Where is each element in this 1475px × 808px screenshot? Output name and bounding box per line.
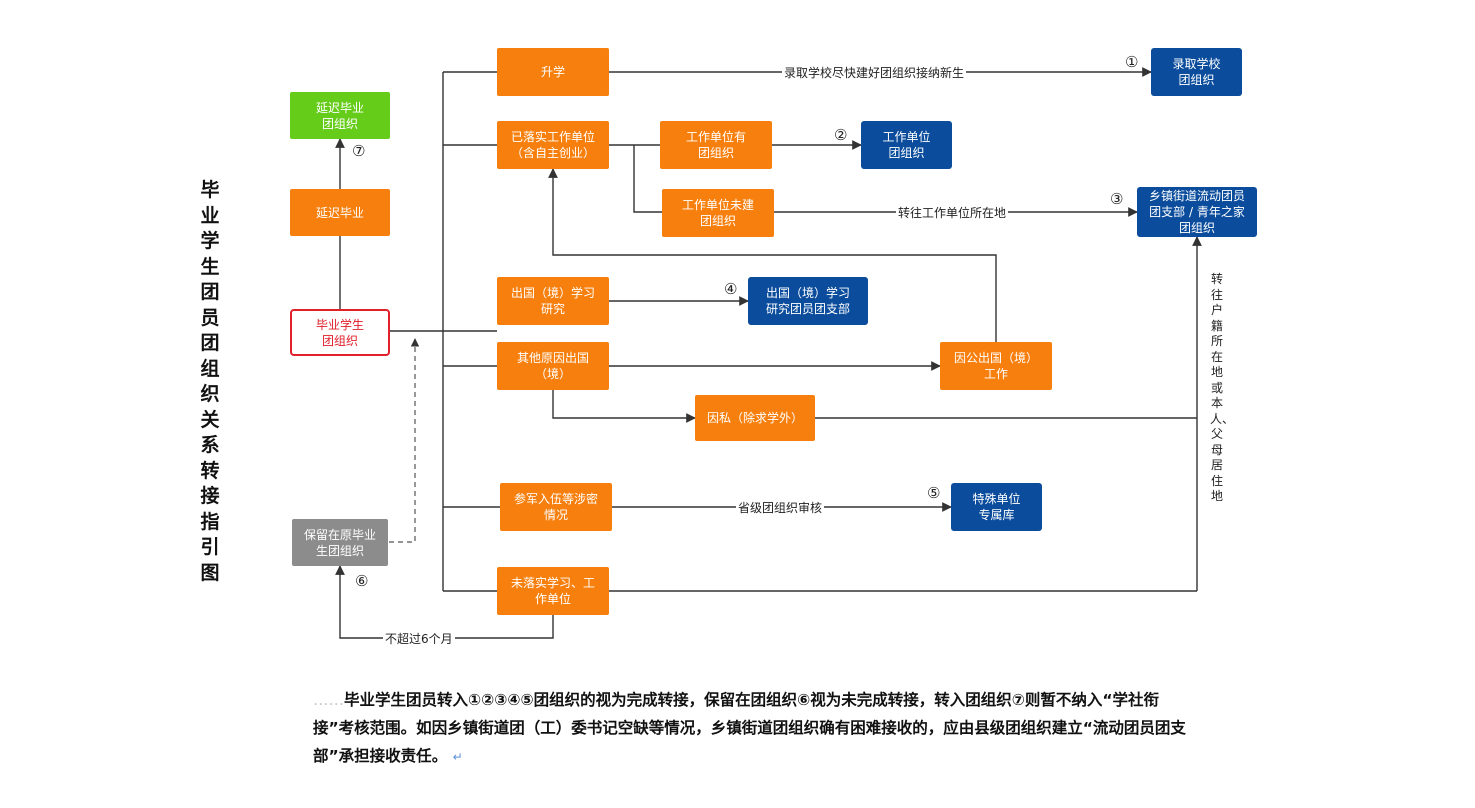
edge-employed-noorg bbox=[633, 145, 662, 213]
node-special-library: 特殊单位 专属库 bbox=[951, 483, 1042, 531]
connector-lines bbox=[335, 67, 1202, 639]
edge-retain-graduate-dashed bbox=[389, 338, 420, 543]
diagram-title: 毕业学生团员团组织关系转接指引图 bbox=[200, 179, 220, 584]
marker-4: ④ bbox=[724, 280, 738, 298]
marker-1: ① bbox=[1125, 53, 1139, 71]
edge-label-household-location: 转往户籍所在地或本人、父母居住地 bbox=[1210, 272, 1235, 503]
node-employer-no-org: 工作单位未建 团组织 bbox=[662, 189, 774, 237]
edge-public-employed bbox=[548, 168, 997, 342]
node-military: 参军入伍等涉密 情况 bbox=[500, 483, 612, 531]
edge-label-employer-location: 转往工作单位所在地 bbox=[896, 206, 1009, 220]
node-retain: 保留在原毕业 生团组织 bbox=[292, 519, 388, 566]
return-mark-icon: ↵ bbox=[452, 750, 463, 764]
edge-abroadother-private bbox=[552, 390, 696, 423]
footnote-leading-dots: …… bbox=[313, 691, 344, 709]
edge-label-school: 录取学校尽快建好团组织接纳新生 bbox=[782, 66, 967, 80]
node-employed: 已落实工作单位 （含自主创业） bbox=[497, 121, 609, 169]
node-unplaced: 未落实学习、工 作单位 bbox=[497, 567, 609, 615]
node-employer-org: 工作单位 团组织 bbox=[861, 121, 952, 169]
footnote-text: 毕业学生团员转入①②③④⑤团组织的视为完成转接，保留在团组织⑥视为未完成转接，转… bbox=[313, 691, 1186, 765]
node-abroad-public: 因公出国（境） 工作 bbox=[940, 342, 1052, 390]
footnote: ……毕业学生团员转入①②③④⑤团组织的视为完成转接，保留在团组织⑥视为未完成转接… bbox=[313, 686, 1193, 771]
node-employer-has-org: 工作单位有 团组织 bbox=[660, 121, 772, 169]
marker-7: ⑦ bbox=[352, 142, 366, 160]
node-abroad-private: 因私（除求学外） bbox=[695, 395, 815, 441]
node-delay-org: 延迟毕业 团组织 bbox=[290, 92, 390, 139]
node-delay: 延迟毕业 bbox=[290, 189, 390, 236]
edge-label-within-6-months: 不超过6个月 bbox=[383, 632, 455, 646]
marker-3: ③ bbox=[1110, 190, 1124, 208]
node-further-study: 升学 bbox=[497, 48, 609, 96]
node-abroad-study: 出国（境）学习 研究 bbox=[497, 277, 609, 325]
node-abroad-other: 其他原因出国 （境） bbox=[497, 342, 609, 390]
marker-5: ⑤ bbox=[927, 484, 941, 502]
edge-label-provincial-review: 省级团组织审核 bbox=[736, 501, 825, 515]
marker-2: ② bbox=[834, 126, 848, 144]
node-school-org: 录取学校 团组织 bbox=[1151, 48, 1242, 96]
node-graduate: 毕业学生 团组织 bbox=[290, 309, 390, 356]
flowchart: 毕业学生团员团组织关系转接指引图 延迟毕业 团组织 延迟毕业 毕业学生 团组织 … bbox=[200, 48, 1257, 646]
node-township-org: 乡镇街道流动团员 团支部 / 青年之家 团组织 bbox=[1137, 187, 1257, 237]
marker-6: ⑥ bbox=[355, 572, 369, 590]
node-abroad-branch: 出国（境）学习 研究团员团支部 bbox=[748, 277, 868, 325]
